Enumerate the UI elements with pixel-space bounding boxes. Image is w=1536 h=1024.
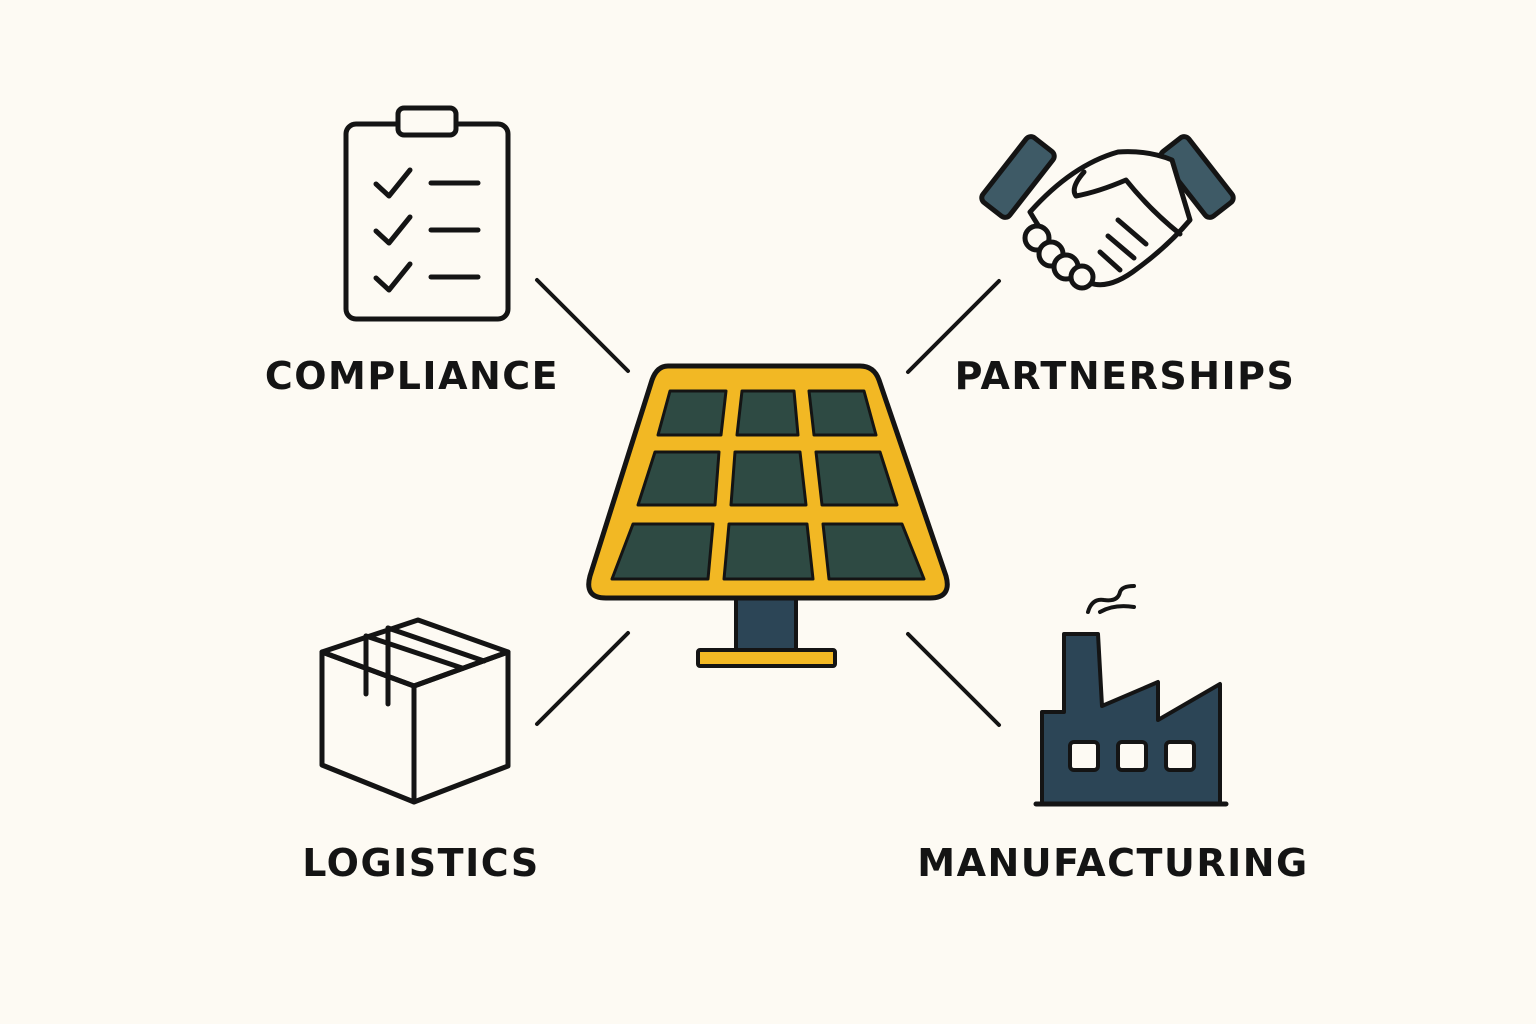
box-icon [319, 617, 511, 805]
solar-panel-stand [734, 594, 798, 654]
handshake-icon [979, 134, 1236, 291]
solar-panel-cells [610, 389, 926, 581]
label-logistics: LOGISTICS [302, 841, 540, 885]
solar-panel-base [696, 648, 837, 668]
label-compliance: COMPLIANCE [264, 354, 560, 398]
label-partnerships: PARTNERSHIPS [954, 354, 1296, 398]
factory-icon [1033, 584, 1229, 807]
solar-panel-icon [586, 363, 950, 668]
label-manufacturing: MANUFACTURING [917, 841, 1309, 885]
connector-partnerships [906, 279, 1001, 374]
connector-compliance [535, 278, 630, 373]
connector-logistics [535, 631, 630, 726]
connector-manufacturing [906, 632, 1001, 727]
connectors [535, 278, 1001, 727]
clipboard-checklist-icon [343, 105, 511, 322]
